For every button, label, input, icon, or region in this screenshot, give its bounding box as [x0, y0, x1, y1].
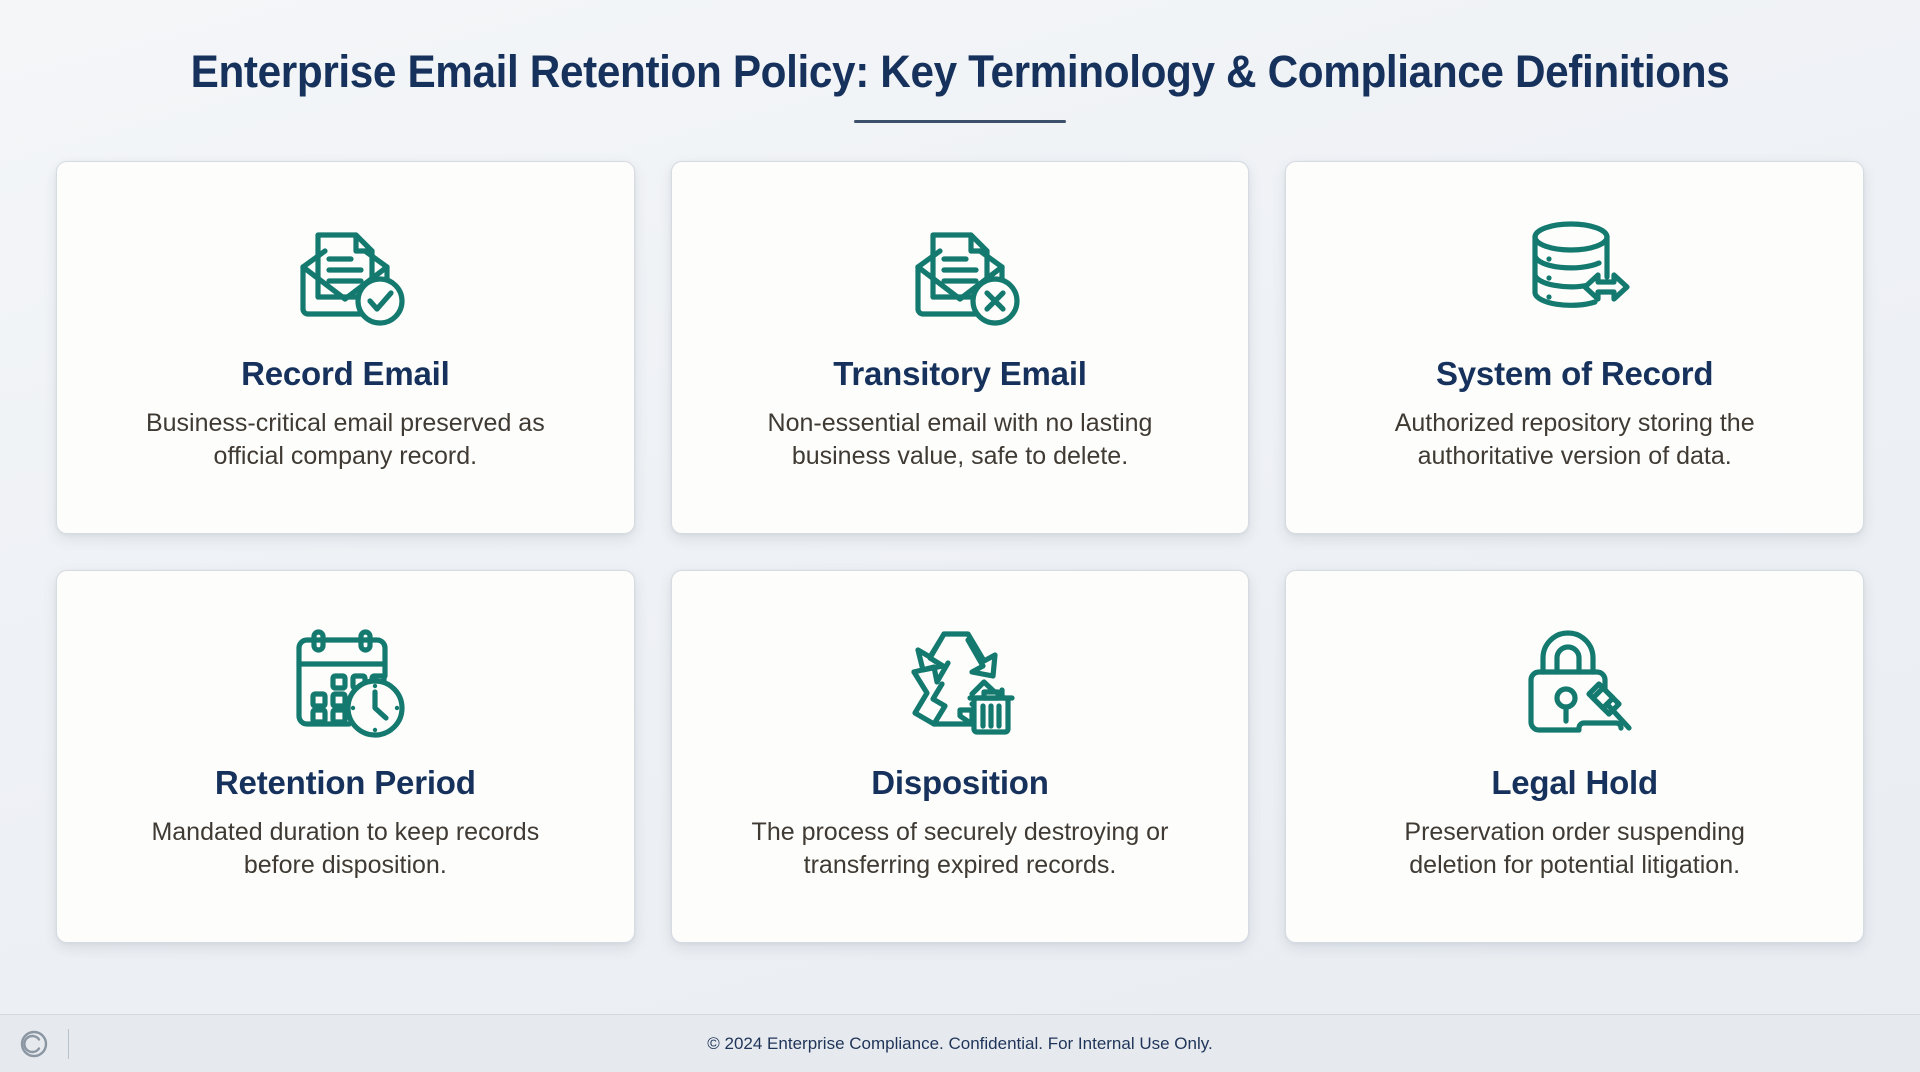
padlock-gavel-icon	[1513, 613, 1637, 743]
card-title: Retention Period	[214, 764, 476, 801]
card-title: Legal Hold	[1491, 764, 1658, 801]
definition-card[interactable]: Retention Period Mandated duration to ke…	[56, 570, 635, 943]
footer-divider	[68, 1028, 69, 1059]
recycle-trash-icon	[898, 613, 1022, 743]
card-description: Non-essential email with no lasting busi…	[767, 409, 1153, 471]
envelope-document-check-icon	[283, 204, 407, 334]
card-title: Transitory Email	[833, 355, 1087, 392]
definition-card[interactable]: Legal Hold Preservation order suspending…	[1285, 570, 1864, 943]
definition-card[interactable]: Record Email Business-critical email pre…	[56, 161, 635, 534]
page-title: Enterprise Email Retention Policy: Key T…	[190, 46, 1730, 97]
card-description: Authorized repository storing the author…	[1394, 409, 1755, 471]
definition-card[interactable]: Disposition The process of securely dest…	[670, 570, 1250, 943]
copyright-c-logo	[18, 1028, 50, 1060]
envelope-document-x-icon	[898, 204, 1022, 334]
card-description: Preservation order suspending deletion f…	[1404, 818, 1745, 880]
footer-copyright: © 2024 Enterprise Compliance. Confidenti…	[707, 1033, 1213, 1053]
definition-card-grid: Record Email Business-critical email pre…	[56, 161, 1864, 943]
card-description: Business-critical email preserved as off…	[145, 409, 545, 471]
definition-card[interactable]: System of Record Authorized repository s…	[1285, 161, 1864, 534]
database-exchange-icon	[1513, 204, 1637, 334]
card-description: The process of securely destroying or tr…	[751, 818, 1169, 880]
page-footer: © 2024 Enterprise Compliance. Confidenti…	[0, 1014, 1920, 1072]
title-accent-rule	[854, 120, 1066, 123]
page-header: Enterprise Email Retention Policy: Key T…	[0, 0, 1920, 123]
definition-card[interactable]: Transitory Email Non-essential email wit…	[670, 161, 1250, 534]
card-title: Record Email	[241, 355, 450, 392]
card-title: Disposition	[871, 764, 1049, 801]
card-title: System of Record	[1435, 355, 1714, 392]
calendar-clock-icon	[283, 613, 407, 743]
card-description: Mandated duration to keep records before…	[151, 818, 540, 880]
